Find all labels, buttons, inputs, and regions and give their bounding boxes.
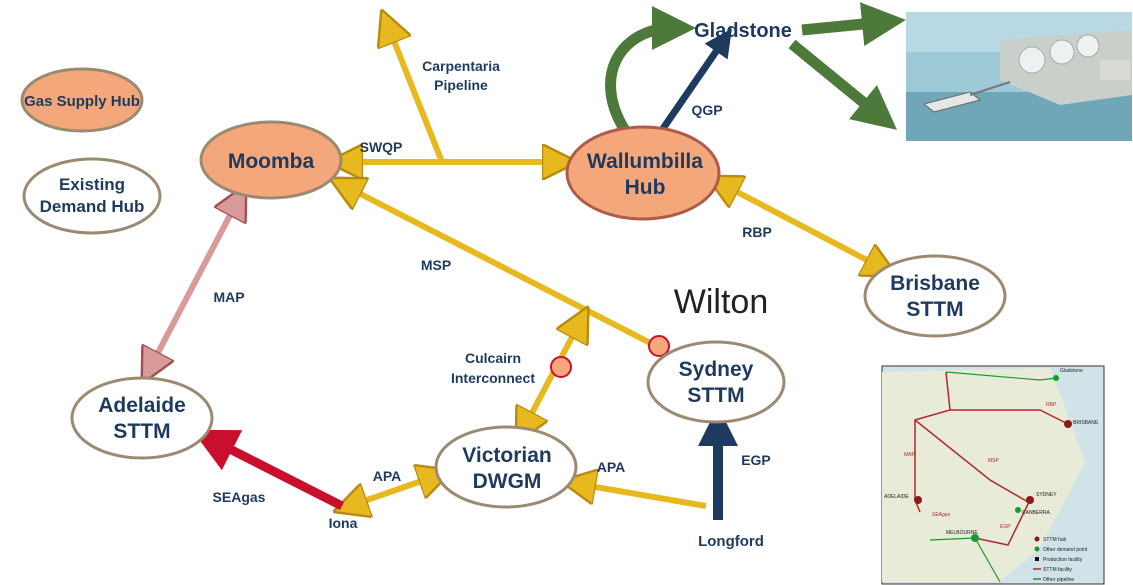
apa-iona-arrow	[350, 476, 436, 506]
culcairn-interconnect-arrow	[524, 322, 580, 428]
apa-left-label: APA	[373, 468, 402, 484]
green-arrow-upper	[801, 2, 906, 47]
legend-supply-hub-label: Gas Supply Hub	[24, 93, 140, 110]
lng-plant-image	[906, 12, 1132, 141]
green-curved-arrow	[605, 6, 696, 139]
brisbane-sttm-hub	[863, 254, 1007, 338]
inset-legend-other-pipeline: Other pipeline	[1043, 577, 1074, 583]
inset-label-brisbane: BRISBANE	[1073, 420, 1099, 426]
culcairn-label-line1: Culcairn	[465, 350, 521, 366]
adelaide-label-line1: Adelaide	[98, 394, 186, 417]
apa-longford-arrow	[578, 484, 707, 509]
wilton-connection-marker	[648, 335, 670, 357]
sydney-sttm-hub	[646, 340, 786, 424]
moomba-hub	[199, 120, 343, 200]
inset-legend-demand-point: Other demand point	[1043, 547, 1088, 553]
inset-label-canberra: CANBERRA	[1022, 510, 1050, 516]
inset-legend-sttm-hub: STTM hub	[1043, 537, 1067, 543]
inset-label-map: MAP	[904, 452, 916, 458]
egp-label: EGP	[741, 452, 771, 468]
carpentaria-label-line2: Pipeline	[434, 77, 488, 93]
rbp-pipeline-arrow	[722, 184, 882, 268]
inset-map-legend: STTM hub Other demand point Production f…	[1033, 536, 1088, 583]
legend-supply-hub-ellipse	[20, 67, 144, 133]
pipeline-arrows	[150, 2, 906, 520]
seagas-pipeline-arrow	[191, 429, 345, 511]
wallumbilla-label-line2: Hub	[625, 176, 666, 199]
inset-legend-sttm-facility: STTM facility	[1043, 567, 1072, 573]
green-arrow-lower	[788, 39, 898, 130]
map-pipeline-arrow	[150, 200, 238, 368]
moomba-label: Moomba	[228, 150, 315, 173]
legend-demand-hub-line2: Demand Hub	[40, 197, 145, 216]
inset-label-msp: MSP	[988, 458, 1000, 464]
culcairn-connection-marker	[550, 356, 572, 378]
brisbane-label-line1: Brisbane	[890, 272, 980, 295]
legend-demand-hub-line1: Existing	[59, 175, 125, 194]
victorian-label-line2: DWGM	[473, 470, 542, 493]
victorian-label-line1: Victorian	[462, 444, 551, 467]
culcairn-label-line2: Interconnect	[451, 370, 535, 386]
inset-label-melbourne: MELBOURNE	[946, 530, 978, 536]
sydney-label-line1: Sydney	[679, 358, 754, 381]
hub-nodes: Moomba Wallumbilla Hub Brisbane STTM Ade…	[70, 120, 1007, 509]
iona-label: Iona	[329, 515, 358, 531]
qgp-pipeline-arrow	[659, 28, 732, 132]
inset-label-adelaide: ADELAIDE	[884, 494, 909, 500]
seagas-label: SEAgas	[213, 489, 266, 505]
qgp-label: QGP	[691, 102, 722, 118]
carpentaria-label-line1: Carpentaria	[422, 58, 500, 74]
map-label: MAP	[213, 289, 244, 305]
legend-demand-hub-ellipse	[22, 157, 162, 235]
carpentaria-pipeline-arrow	[388, 26, 445, 164]
longford-label: Longford	[698, 533, 764, 550]
msp-label: MSP	[421, 257, 451, 273]
brisbane-label-line2: STTM	[906, 298, 963, 321]
inset-label-gladstone: Gladstone	[1060, 368, 1083, 374]
inset-map: Gladstone BRISBANE RBP MAP MSP ADELAIDE …	[881, 365, 1105, 585]
inset-label-sydney: SYDNEY	[1036, 492, 1057, 498]
wallumbilla-label-line1: Wallumbilla	[587, 150, 703, 173]
inset-label-egp: EGP	[1000, 524, 1011, 530]
swqp-label: SWQP	[360, 139, 403, 155]
adelaide-label-line2: STTM	[113, 420, 170, 443]
msp-pipeline-arrow	[345, 186, 662, 351]
rbp-label: RBP	[742, 224, 772, 240]
legend: Gas Supply Hub Existing Demand Hub	[20, 67, 162, 235]
gladstone-label: Gladstone	[694, 20, 792, 42]
adelaide-sttm-hub	[70, 376, 214, 460]
apa-right-label: APA	[597, 459, 626, 475]
wallumbilla-hub	[565, 125, 721, 221]
sydney-label-line2: STTM	[687, 384, 744, 407]
inset-label-seagas: SEAgas	[932, 512, 951, 518]
inset-legend-production: Production facility	[1043, 557, 1083, 563]
wilton-label: Wilton	[674, 283, 768, 321]
victorian-dwgm-hub	[434, 425, 578, 509]
inset-label-rbp: RBP	[1046, 402, 1057, 408]
